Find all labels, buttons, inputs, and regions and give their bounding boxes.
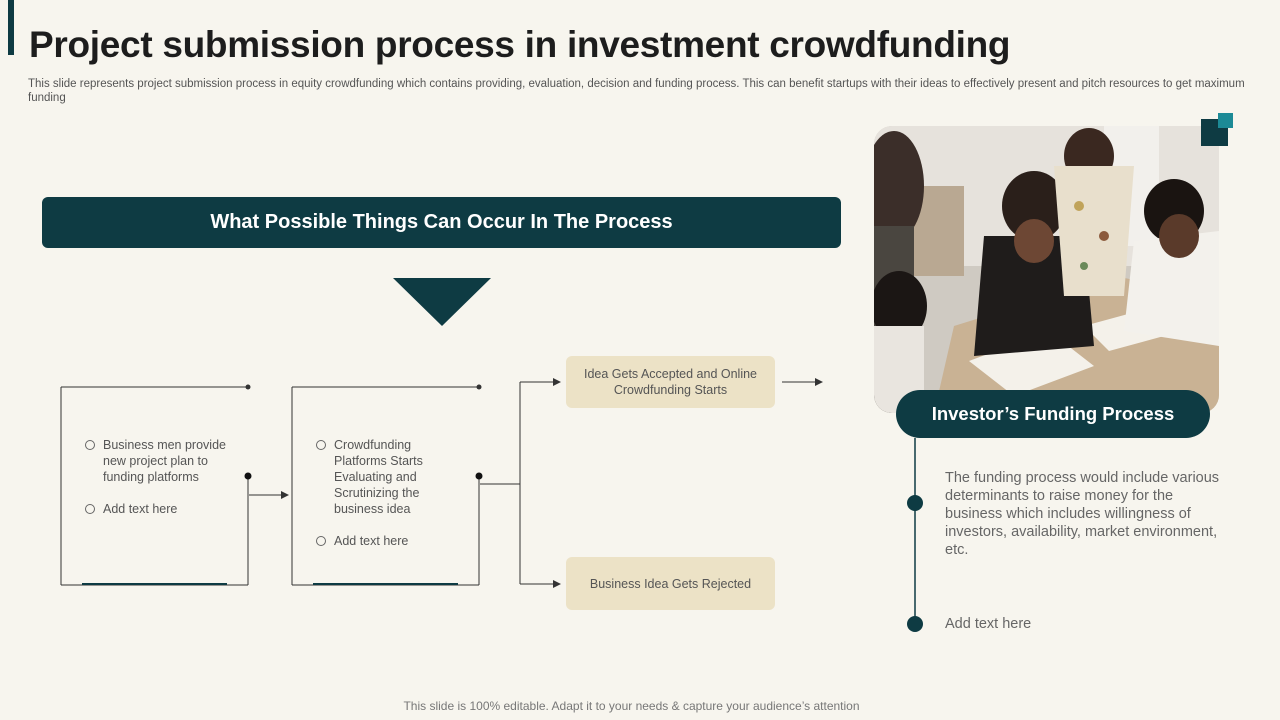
box1-item-2: Add text here bbox=[103, 502, 178, 516]
bullet-circle-icon bbox=[316, 536, 326, 546]
process-banner: What Possible Things Can Occur In The Pr… bbox=[42, 197, 841, 248]
list-item: Business men provide new project plan to… bbox=[85, 437, 235, 485]
funding-timeline bbox=[907, 438, 923, 632]
box2-frame bbox=[291, 384, 483, 586]
page-title: Project submission process in investment… bbox=[29, 24, 1011, 65]
decor-square-teal bbox=[1218, 113, 1233, 128]
box2-item-2: Add text here bbox=[334, 534, 409, 548]
process-banner-label: What Possible Things Can Occur In The Pr… bbox=[210, 211, 673, 233]
box2-list: Crowdfunding Platforms Starts Evaluating… bbox=[316, 437, 466, 565]
page-subtitle: This slide represents project submission… bbox=[28, 78, 1245, 104]
outcome-rejected-label: Business Idea Gets Rejected bbox=[589, 576, 752, 591]
funding-add-text: Add text here bbox=[945, 616, 1032, 632]
footer-note: This slide is 100% editable. Adapt it to… bbox=[403, 699, 860, 713]
box1-list: Business men provide new project plan to… bbox=[85, 437, 235, 533]
funding-process-pill: Investor’s Funding Process bbox=[896, 390, 1210, 438]
list-item: Crowdfunding Platforms Starts Evaluating… bbox=[316, 437, 466, 517]
outcome-accepted: Idea Gets Accepted and Online Crowdfundi… bbox=[566, 356, 775, 408]
team-meeting-photo bbox=[874, 126, 1219, 413]
bullet-circle-icon bbox=[316, 440, 326, 450]
outcome-accepted-label: Idea Gets Accepted and Online Crowdfundi… bbox=[583, 367, 758, 397]
funding-process-label: Investor’s Funding Process bbox=[931, 403, 1175, 424]
list-item: Add text here bbox=[85, 501, 235, 517]
box2-item-1: Crowdfunding Platforms Starts Evaluating… bbox=[334, 438, 423, 516]
branch-connector bbox=[480, 378, 561, 588]
outcome-rejected: Business Idea Gets Rejected bbox=[566, 557, 775, 610]
bullet-circle-icon bbox=[85, 504, 95, 514]
bullet-circle-icon bbox=[85, 440, 95, 450]
down-triangle-icon bbox=[393, 278, 491, 326]
list-item: Add text here bbox=[316, 533, 466, 549]
box1-item-1: Business men provide new project plan to… bbox=[103, 438, 226, 484]
funding-description: The funding process would include variou… bbox=[945, 470, 1220, 558]
box1-frame bbox=[60, 384, 252, 586]
title-accent-bar bbox=[8, 0, 14, 55]
